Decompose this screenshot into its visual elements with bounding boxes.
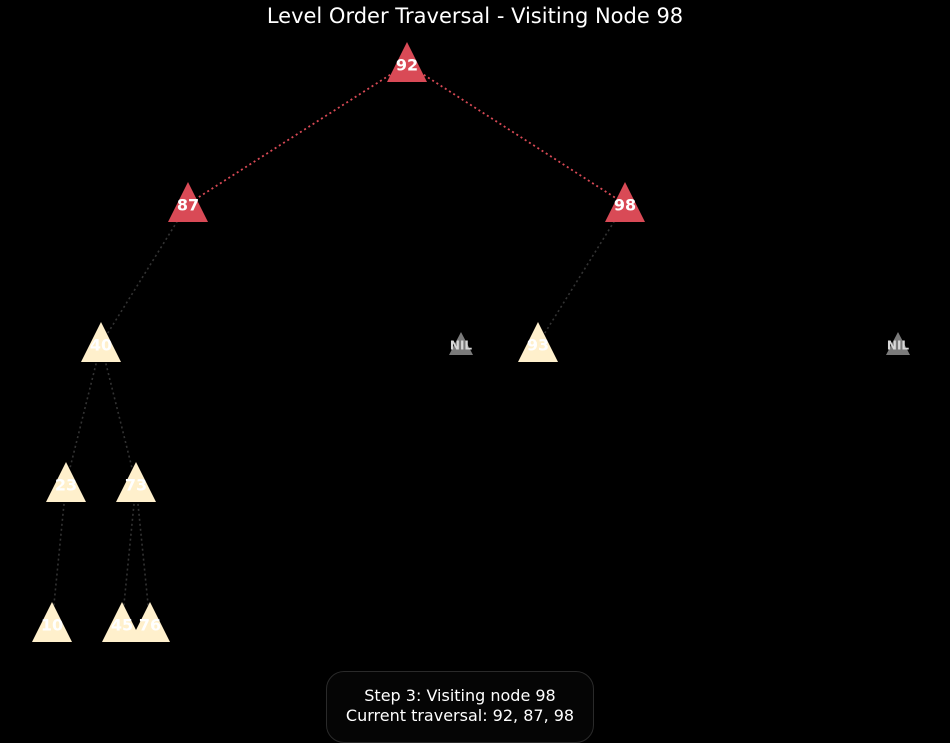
tree-edge-n40-n23 bbox=[65, 343, 102, 485]
tree-node-n98: 98 bbox=[605, 182, 645, 222]
tree-edge-n23-n10 bbox=[51, 483, 67, 625]
tree-node-n87: 87 bbox=[168, 182, 208, 222]
node-triangle bbox=[46, 462, 86, 502]
tree-node-n76: 76 bbox=[130, 602, 170, 642]
tree-edge-n73-n45 bbox=[121, 483, 137, 625]
tree-edge-n92-n87 bbox=[187, 63, 408, 205]
node-triangle bbox=[387, 42, 427, 82]
tree-node-n93: 93 bbox=[518, 322, 558, 362]
tree-node-n92: 92 bbox=[387, 42, 427, 82]
tree-edge-n73-n76 bbox=[135, 483, 151, 625]
status-traversal-text: Current traversal: 92, 87, 98 bbox=[345, 706, 575, 725]
node-label: NIL bbox=[450, 339, 473, 353]
node-label: 23 bbox=[55, 476, 77, 495]
tree-node-nil1: NIL bbox=[449, 332, 473, 355]
node-label: NIL bbox=[887, 339, 910, 353]
node-triangle bbox=[130, 602, 170, 642]
tree-node-n40: 40 bbox=[81, 322, 121, 362]
tree-node-nil2: NIL bbox=[886, 332, 910, 355]
tree-node-n10: 10 bbox=[32, 602, 72, 642]
node-label: 87 bbox=[177, 196, 199, 215]
tree-node-n73: 73 bbox=[116, 462, 156, 502]
page-title: Level Order Traversal - Visiting Node 98 bbox=[266, 4, 684, 28]
node-label: 40 bbox=[90, 336, 112, 355]
tree-edge-n92-n98 bbox=[406, 63, 626, 205]
tree-edge-n98-n93 bbox=[537, 203, 626, 345]
node-label: 98 bbox=[614, 196, 636, 215]
node-triangle bbox=[116, 462, 156, 502]
node-triangle bbox=[518, 322, 558, 362]
node-label: 76 bbox=[139, 616, 161, 635]
status-step-text: Step 3: Visiting node 98 bbox=[364, 686, 556, 705]
node-triangle bbox=[449, 332, 473, 355]
tree-edge-n87-n40 bbox=[100, 203, 189, 345]
node-triangle bbox=[605, 182, 645, 222]
node-triangle bbox=[168, 182, 208, 222]
tree-node-n23: 23 bbox=[46, 462, 86, 502]
edges-layer bbox=[51, 63, 626, 625]
node-label: 10 bbox=[41, 616, 63, 635]
tree-node-n45: 45 bbox=[102, 602, 142, 642]
tree-edge-n40-n73 bbox=[100, 343, 137, 485]
node-triangle bbox=[886, 332, 910, 355]
node-label: 45 bbox=[111, 616, 133, 635]
node-triangle bbox=[81, 322, 121, 362]
node-label: 73 bbox=[125, 476, 147, 495]
node-triangle bbox=[102, 602, 142, 642]
status-box: Step 3: Visiting node 98 Current travers… bbox=[326, 671, 594, 743]
node-label: 93 bbox=[527, 336, 549, 355]
node-triangle bbox=[32, 602, 72, 642]
node-label: 92 bbox=[396, 56, 418, 75]
nodes-layer: 92 87 98 40 NIL 93 NIL 23 73 10 45 76 bbox=[32, 42, 910, 642]
